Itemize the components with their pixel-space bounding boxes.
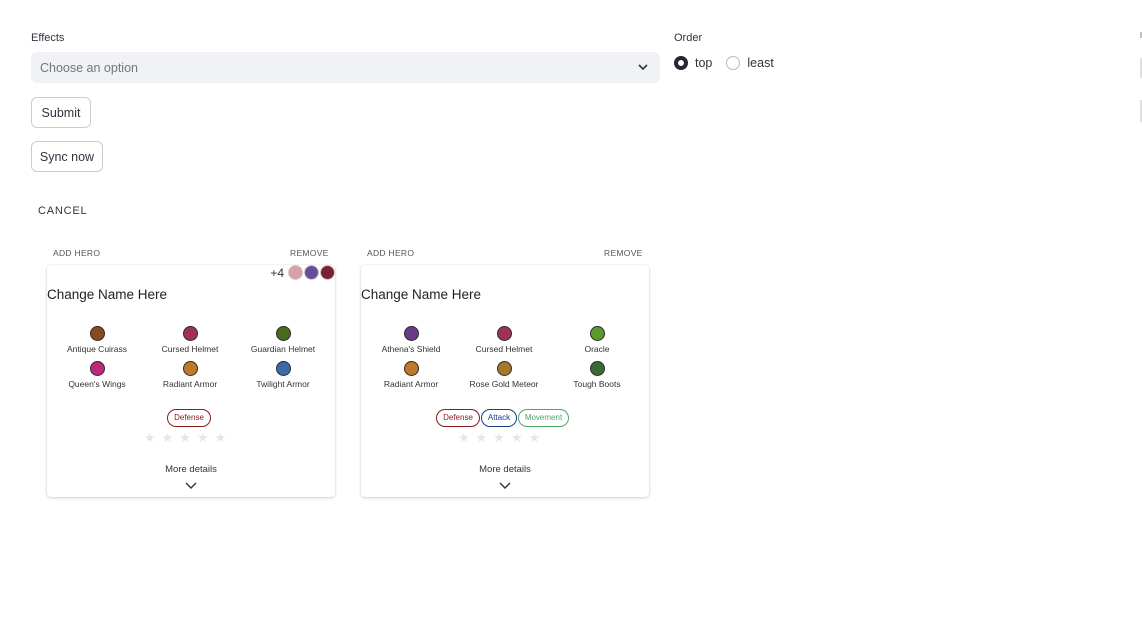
item-slot[interactable]: Twilight Armor (238, 361, 328, 389)
order-radio-least[interactable]: least (726, 56, 774, 70)
item-slot[interactable]: Tough Boots (552, 361, 642, 389)
order-radio-group: top least (674, 55, 788, 71)
meteor-icon (496, 361, 512, 376)
hero-avatar (304, 265, 319, 280)
item-slot[interactable]: Radiant Armor (145, 361, 235, 389)
more-details-link[interactable]: More details (479, 464, 531, 475)
hero-avatar (320, 265, 335, 280)
build-title[interactable]: Change Name Here (361, 287, 482, 302)
item-name: Tough Boots (573, 379, 621, 389)
clipped-field (1140, 58, 1142, 78)
shield-icon (403, 326, 419, 341)
hero-avatar (288, 265, 303, 280)
build-title[interactable]: Change Name Here (47, 287, 168, 302)
item-name: Cursed Helmet (475, 344, 533, 354)
item-slot[interactable]: Rose Gold Meteor (459, 361, 549, 389)
wings-icon (89, 361, 105, 376)
item-name: Twilight Armor (256, 379, 310, 389)
order-radio-least-label: least (747, 56, 774, 70)
clipped-label (1140, 32, 1142, 38)
extra-heroes-count: +4 (270, 265, 284, 280)
remove-button[interactable]: REMOVE (290, 248, 329, 258)
item-name: Cursed Helmet (161, 344, 219, 354)
item-name: Antique Cuirass (66, 344, 127, 354)
build-card: Change Name Here Athena's Shield Cursed … (361, 265, 649, 497)
chevron-down-icon[interactable] (499, 481, 511, 491)
cancel-button[interactable]: CANCEL (38, 205, 88, 217)
helmet-icon (496, 326, 512, 341)
effects-select[interactable]: Choose an option (31, 52, 660, 83)
order-label: Order (674, 32, 703, 44)
item-slot[interactable]: Guardian Helmet (238, 326, 328, 354)
item-slot[interactable]: Cursed Helmet (459, 326, 549, 354)
effects-label: Effects (31, 32, 65, 44)
item-name: Radiant Armor (383, 379, 439, 389)
item-name: Rose Gold Meteor (469, 379, 539, 389)
order-radio-top-label: top (695, 56, 713, 70)
submit-button[interactable]: Submit (31, 97, 91, 128)
item-slot[interactable]: Radiant Armor (366, 361, 456, 389)
tag-movement: Movement (518, 409, 569, 427)
item-name: Radiant Armor (162, 379, 218, 389)
build-card: +4 Change Name Here Antique Cuirass Curs… (47, 265, 335, 497)
armor-icon (89, 326, 105, 341)
item-slot[interactable]: Athena's Shield (366, 326, 456, 354)
item-name: Queen's Wings (68, 379, 126, 389)
add-hero-button[interactable]: ADD HERO (53, 248, 101, 258)
tag-defense: Defense (167, 409, 211, 427)
radio-selected-icon (674, 56, 688, 70)
item-slot[interactable]: Queen's Wings (52, 361, 142, 389)
item-name: Athena's Shield (381, 344, 441, 354)
hero-avatars[interactable]: +4 (270, 265, 335, 280)
helmet-icon (182, 326, 198, 341)
item-name: Oracle (584, 344, 610, 354)
order-radio-top[interactable]: top (674, 56, 712, 70)
item-slot[interactable]: Cursed Helmet (145, 326, 235, 354)
remove-button[interactable]: REMOVE (604, 248, 643, 258)
chevron-down-icon[interactable] (185, 481, 197, 491)
item-slot[interactable]: Antique Cuirass (52, 326, 142, 354)
effects-placeholder: Choose an option (40, 61, 138, 75)
armor-icon (403, 361, 419, 376)
add-hero-button[interactable]: ADD HERO (367, 248, 415, 258)
item-name: Guardian Helmet (250, 344, 316, 354)
item-slot[interactable]: Oracle (552, 326, 642, 354)
armor-icon (182, 361, 198, 376)
rating-stars[interactable]: ★★★★★ (458, 430, 547, 445)
tag-attack: Attack (481, 409, 517, 427)
helmet-icon (275, 326, 291, 341)
rating-stars[interactable]: ★★★★★ (144, 430, 233, 445)
boots-icon (589, 361, 605, 376)
more-details-link[interactable]: More details (165, 464, 217, 475)
clipped-button (1140, 100, 1142, 122)
armor-icon (275, 361, 291, 376)
orb-icon (589, 326, 605, 341)
sync-now-button[interactable]: Sync now (31, 141, 103, 172)
chevron-down-icon (638, 64, 648, 71)
tag-defense: Defense (436, 409, 480, 427)
radio-unselected-icon (726, 56, 741, 70)
